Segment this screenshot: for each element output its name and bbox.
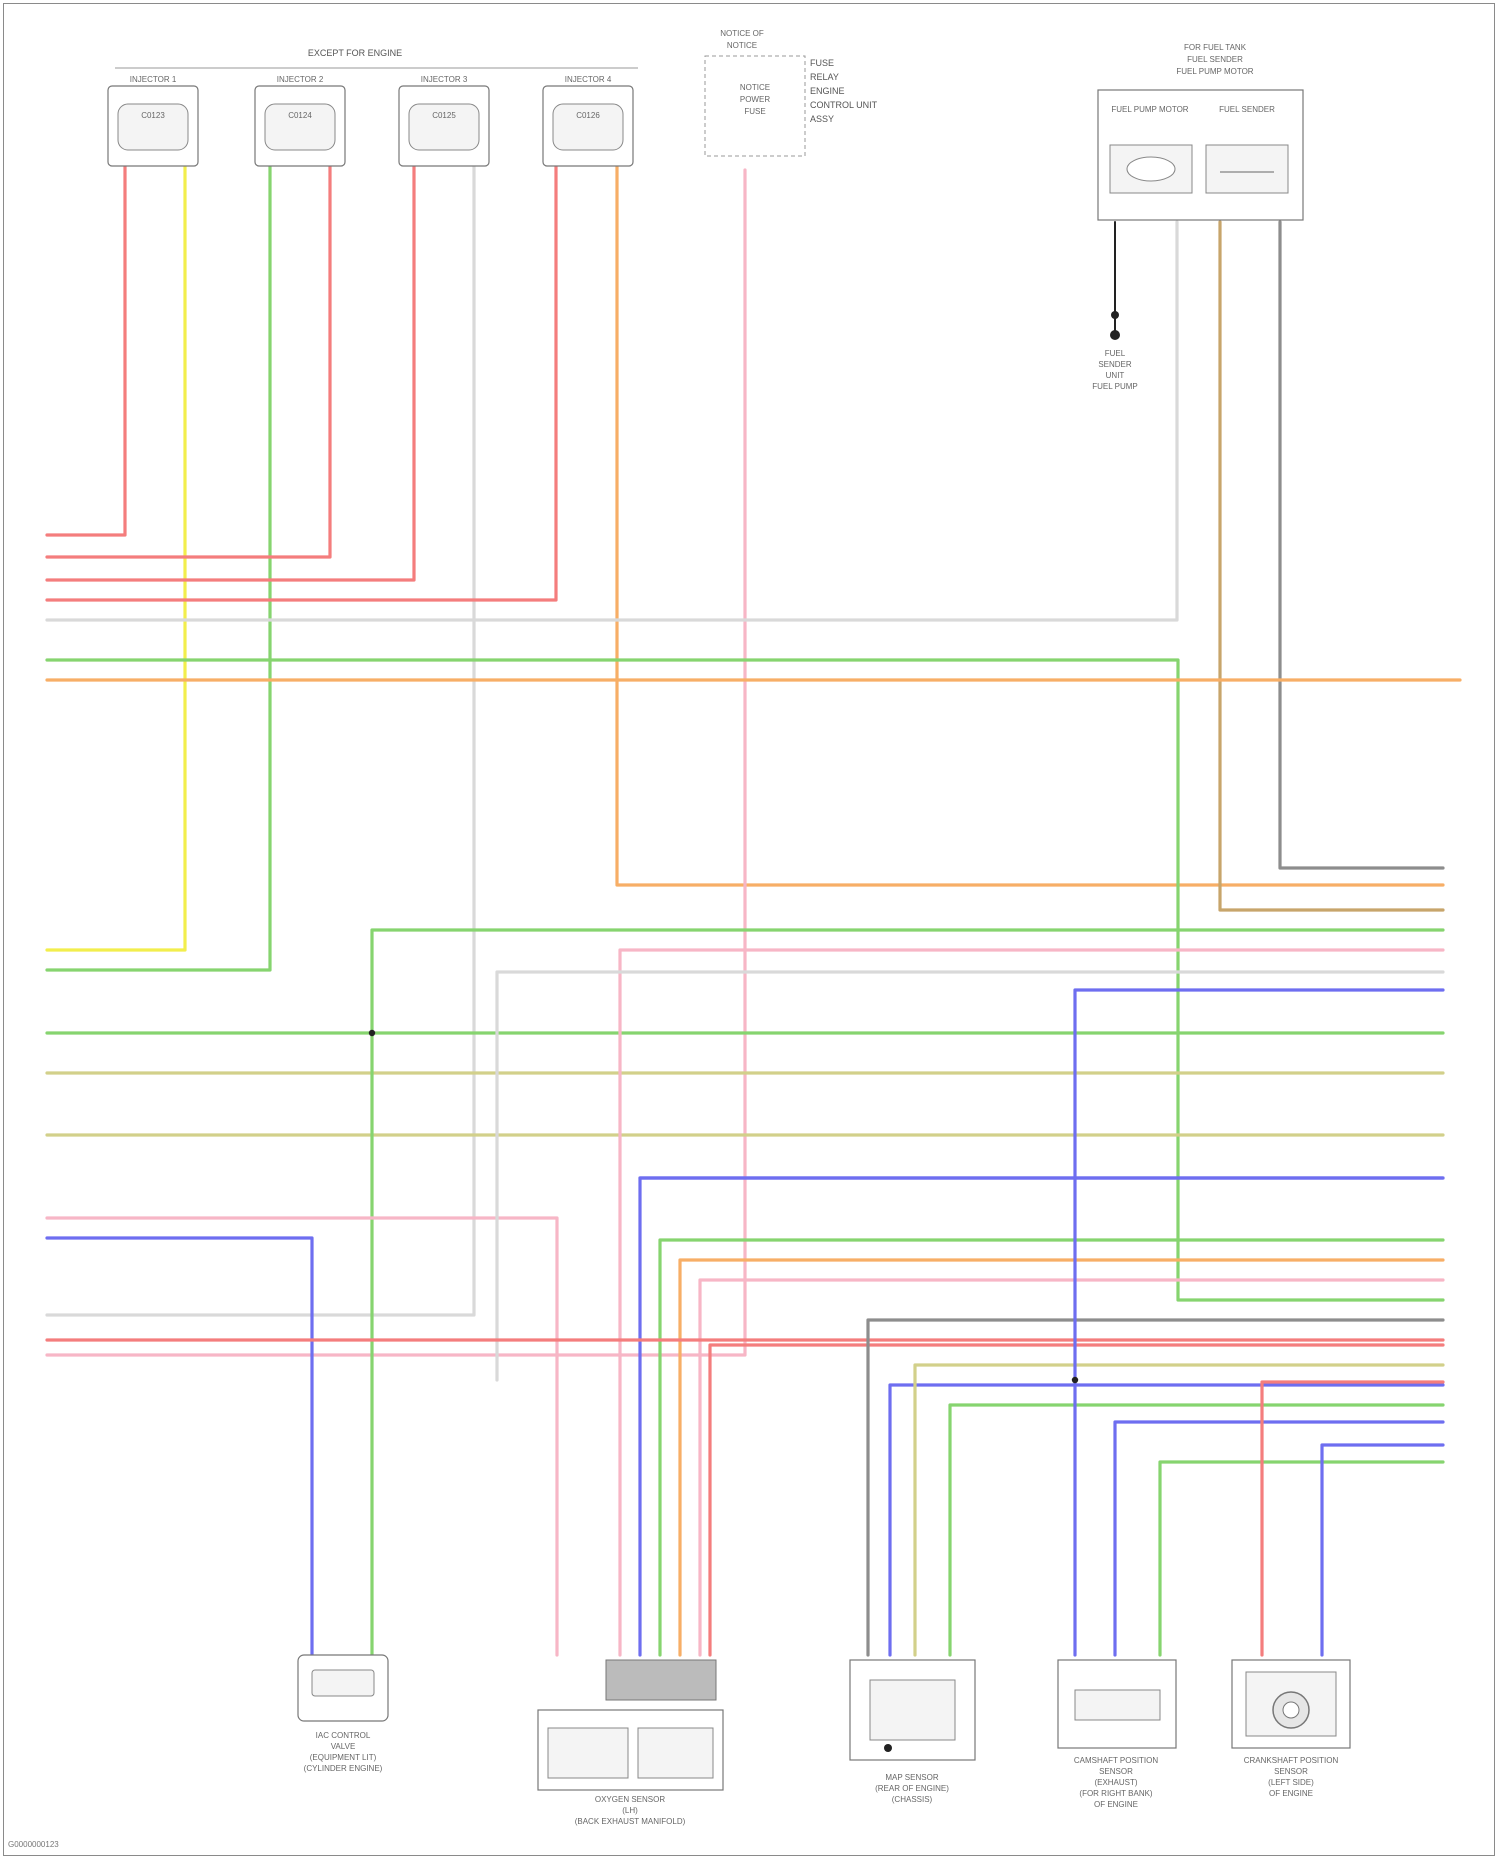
injector-1: INJECTOR 1 C0123 bbox=[108, 75, 198, 166]
crank-label-3: (LEFT SIDE) bbox=[1268, 1778, 1314, 1787]
wire-map-blue bbox=[890, 1385, 1443, 1655]
map-label-1: MAP SENSOR bbox=[885, 1773, 938, 1782]
cam-label-5: OF ENGINE bbox=[1094, 1800, 1138, 1809]
cam-label-1: CAMSHAFT POSITION bbox=[1074, 1756, 1159, 1765]
wire-map-gray bbox=[868, 1320, 1443, 1655]
iac-label-2: VALVE bbox=[331, 1742, 356, 1751]
fuel-pump-motor-label: FUEL PUMP MOTOR bbox=[1111, 105, 1188, 114]
wire-iac-blue bbox=[47, 1238, 312, 1655]
ground-terminal bbox=[1110, 330, 1120, 340]
relay-header-2: NOTICE bbox=[727, 41, 757, 50]
injector-2-code: C0124 bbox=[288, 111, 312, 120]
relay-inner-3: FUSE bbox=[744, 107, 765, 116]
footer-code: G0000000123 bbox=[8, 1840, 59, 1849]
injector-4: INJECTOR 4 C0126 bbox=[543, 75, 633, 166]
relay-note-5: ASSY bbox=[810, 114, 834, 124]
ground-label-2: SENDER bbox=[1098, 360, 1132, 369]
injector-2-name: INJECTOR 2 bbox=[277, 75, 324, 84]
splice-dot bbox=[369, 1030, 375, 1036]
injector-4-code: C0126 bbox=[576, 111, 600, 120]
crankshaft-sensor: CRANKSHAFT POSITION SENSOR (LEFT SIDE) O… bbox=[1232, 1660, 1350, 1798]
wire-injector3-red bbox=[47, 165, 414, 580]
fuel-sender-label: FUEL SENDER bbox=[1219, 105, 1275, 114]
injector-group-header: EXCEPT FOR ENGINE bbox=[308, 48, 402, 58]
wire-o2-pink-2 bbox=[700, 1280, 1443, 1655]
relay-note-3: ENGINE bbox=[810, 86, 845, 96]
relay-note-1: FUSE bbox=[810, 58, 834, 68]
injector-1-name: INJECTOR 1 bbox=[130, 75, 177, 84]
oxygen-sensor: OXYGEN SENSOR (LH) (BACK EXHAUST MANIFOL… bbox=[538, 1660, 723, 1826]
fuel-pump-assembly: FOR FUEL TANK FUEL SENDER FUEL PUMP MOTO… bbox=[1092, 43, 1303, 391]
relay-inner-2: POWER bbox=[740, 95, 770, 104]
wire-sender-gray bbox=[1280, 222, 1443, 868]
map-label-2: (REAR OF ENGINE) bbox=[875, 1784, 949, 1793]
ground-label-4: FUEL PUMP bbox=[1092, 382, 1138, 391]
power-relay: NOTICE OF NOTICE NOTICE POWER FUSE FUSE … bbox=[705, 29, 878, 156]
wire-cam-blue-2 bbox=[1115, 1422, 1443, 1655]
wire-sender-tan bbox=[1220, 222, 1443, 910]
fuel-header-2: FUEL SENDER bbox=[1187, 55, 1243, 64]
wire-iac-green bbox=[372, 930, 1443, 1655]
ground-label-3: UNIT bbox=[1106, 371, 1125, 380]
relay-note-2: RELAY bbox=[810, 72, 839, 82]
crank-label-4: OF ENGINE bbox=[1269, 1789, 1313, 1798]
iac-label-4: (CYLINDER ENGINE) bbox=[304, 1764, 383, 1773]
cam-label-4: (FOR RIGHT BANK) bbox=[1079, 1789, 1153, 1798]
injector-4-name: INJECTOR 4 bbox=[565, 75, 612, 84]
injector-1-code: C0123 bbox=[141, 111, 165, 120]
wire-injector2-green bbox=[47, 165, 270, 970]
wire-o2-green bbox=[660, 1240, 1443, 1655]
o2-label-3: (BACK EXHAUST MANIFOLD) bbox=[575, 1817, 686, 1826]
relay-inner-1: NOTICE bbox=[740, 83, 770, 92]
injector-2: INJECTOR 2 C0124 bbox=[255, 75, 345, 166]
map-sensor: MAP SENSOR (REAR OF ENGINE) (CHASSIS) bbox=[850, 1660, 975, 1804]
wire-injector1-red bbox=[47, 165, 125, 535]
cam-label-2: SENSOR bbox=[1099, 1767, 1133, 1776]
wire-crank-blue bbox=[1322, 1445, 1443, 1655]
fuel-header-3: FUEL PUMP MOTOR bbox=[1176, 67, 1253, 76]
map-label-3: (CHASSIS) bbox=[892, 1795, 933, 1804]
injector-group: EXCEPT FOR ENGINE INJECTOR 1 C0123 INJEC… bbox=[108, 48, 638, 166]
iac-valve: IAC CONTROL VALVE (EQUIPMENT LIT) (CYLIN… bbox=[298, 1655, 388, 1773]
wire-cam-blue bbox=[1075, 990, 1443, 1655]
wire-pump-white bbox=[47, 222, 1177, 620]
wire-cam-green bbox=[1160, 1462, 1443, 1655]
splice-dot bbox=[1072, 1377, 1078, 1383]
o2-label-1: OXYGEN SENSOR bbox=[595, 1795, 665, 1804]
cam-label-3: (EXHAUST) bbox=[1094, 1778, 1137, 1787]
iac-label-1: IAC CONTROL bbox=[316, 1731, 371, 1740]
wire-map-olive bbox=[915, 1365, 1443, 1655]
ground-label-1: FUEL bbox=[1105, 349, 1126, 358]
wire-iac-pink bbox=[47, 1218, 557, 1655]
relay-note-4: CONTROL UNIT bbox=[810, 100, 878, 110]
wire-layer bbox=[47, 165, 1460, 1655]
map-ground-dot bbox=[884, 1744, 892, 1752]
injector-3: INJECTOR 3 C0125 bbox=[399, 75, 489, 166]
crank-label-2: SENSOR bbox=[1274, 1767, 1308, 1776]
wire-injector3-white bbox=[47, 165, 474, 1315]
wire-injector2-red bbox=[47, 165, 330, 557]
relay-header-1: NOTICE OF bbox=[720, 29, 764, 38]
injector-3-name: INJECTOR 3 bbox=[421, 75, 468, 84]
injector-3-code: C0125 bbox=[432, 111, 456, 120]
wire-map-green bbox=[950, 1405, 1443, 1655]
fuel-header-1: FOR FUEL TANK bbox=[1184, 43, 1247, 52]
camshaft-sensor: CAMSHAFT POSITION SENSOR (EXHAUST) (FOR … bbox=[1058, 1660, 1176, 1809]
wire-injector4-orange bbox=[617, 165, 1443, 885]
iac-label-3: (EQUIPMENT LIT) bbox=[310, 1753, 377, 1762]
o2-label-2: (LH) bbox=[622, 1806, 638, 1815]
crank-label-1: CRANKSHAFT POSITION bbox=[1244, 1756, 1339, 1765]
